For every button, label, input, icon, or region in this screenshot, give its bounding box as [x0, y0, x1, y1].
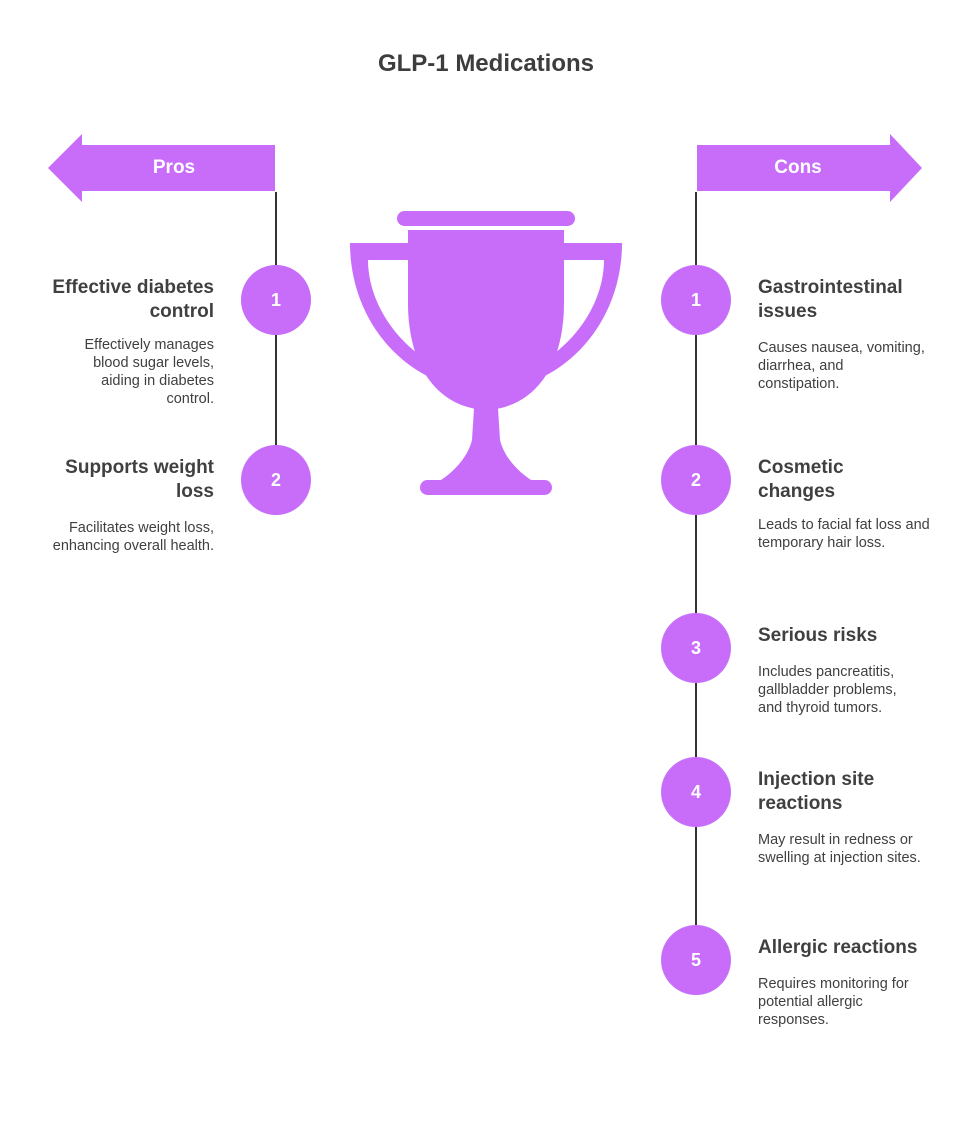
pros-item-title-1: Effective diabetes control [52, 277, 214, 322]
pros-number-1: 1 [241, 265, 311, 335]
pros-arrow [48, 134, 275, 202]
cons-label: Cons [774, 157, 822, 178]
cons-item-title-3: Serious risks [758, 625, 878, 646]
pros-timeline [275, 192, 277, 480]
cons-item-desc-4: May result in redness or swelling at inj… [758, 832, 921, 866]
trophy-icon [350, 211, 622, 495]
cons-item-title-2: Cosmetic changes [758, 457, 844, 502]
pros-item-title-2: Supports weight loss [65, 457, 214, 502]
pros-item-desc-1: Effectively manages blood sugar levels, … [84, 337, 215, 407]
pros-item-desc-2: Facilitates weight loss, enhancing overa… [52, 520, 214, 554]
cons-item-title-1: Gastrointestinal issues [758, 277, 903, 322]
cons-number-3: 3 [661, 613, 731, 683]
pros-number-2: 2 [241, 445, 311, 515]
cons-arrow [697, 134, 922, 202]
cons-timeline [695, 192, 697, 960]
cons-item-desc-3: Includes pancreatitis, gallbladder probl… [758, 664, 897, 716]
cons-number-2: 2 [661, 445, 731, 515]
cons-item-desc-1: Causes nausea, vomiting, diarrhea, and c… [758, 340, 925, 392]
pros-label: Pros [152, 157, 196, 178]
cons-number-1: 1 [661, 265, 731, 335]
cons-item-title-4: Injection site reactions [758, 769, 875, 814]
cons-item-desc-2: Leads to facial fat loss and temporary h… [758, 517, 930, 551]
page-title: GLP-1 Medications [377, 50, 595, 77]
cons-number-5: 5 [661, 925, 731, 995]
cons-number-4: 4 [661, 757, 731, 827]
cons-item-desc-5: Requires monitoring for potential allerg… [758, 976, 909, 1028]
cons-item-title-5: Allergic reactions [758, 937, 918, 958]
